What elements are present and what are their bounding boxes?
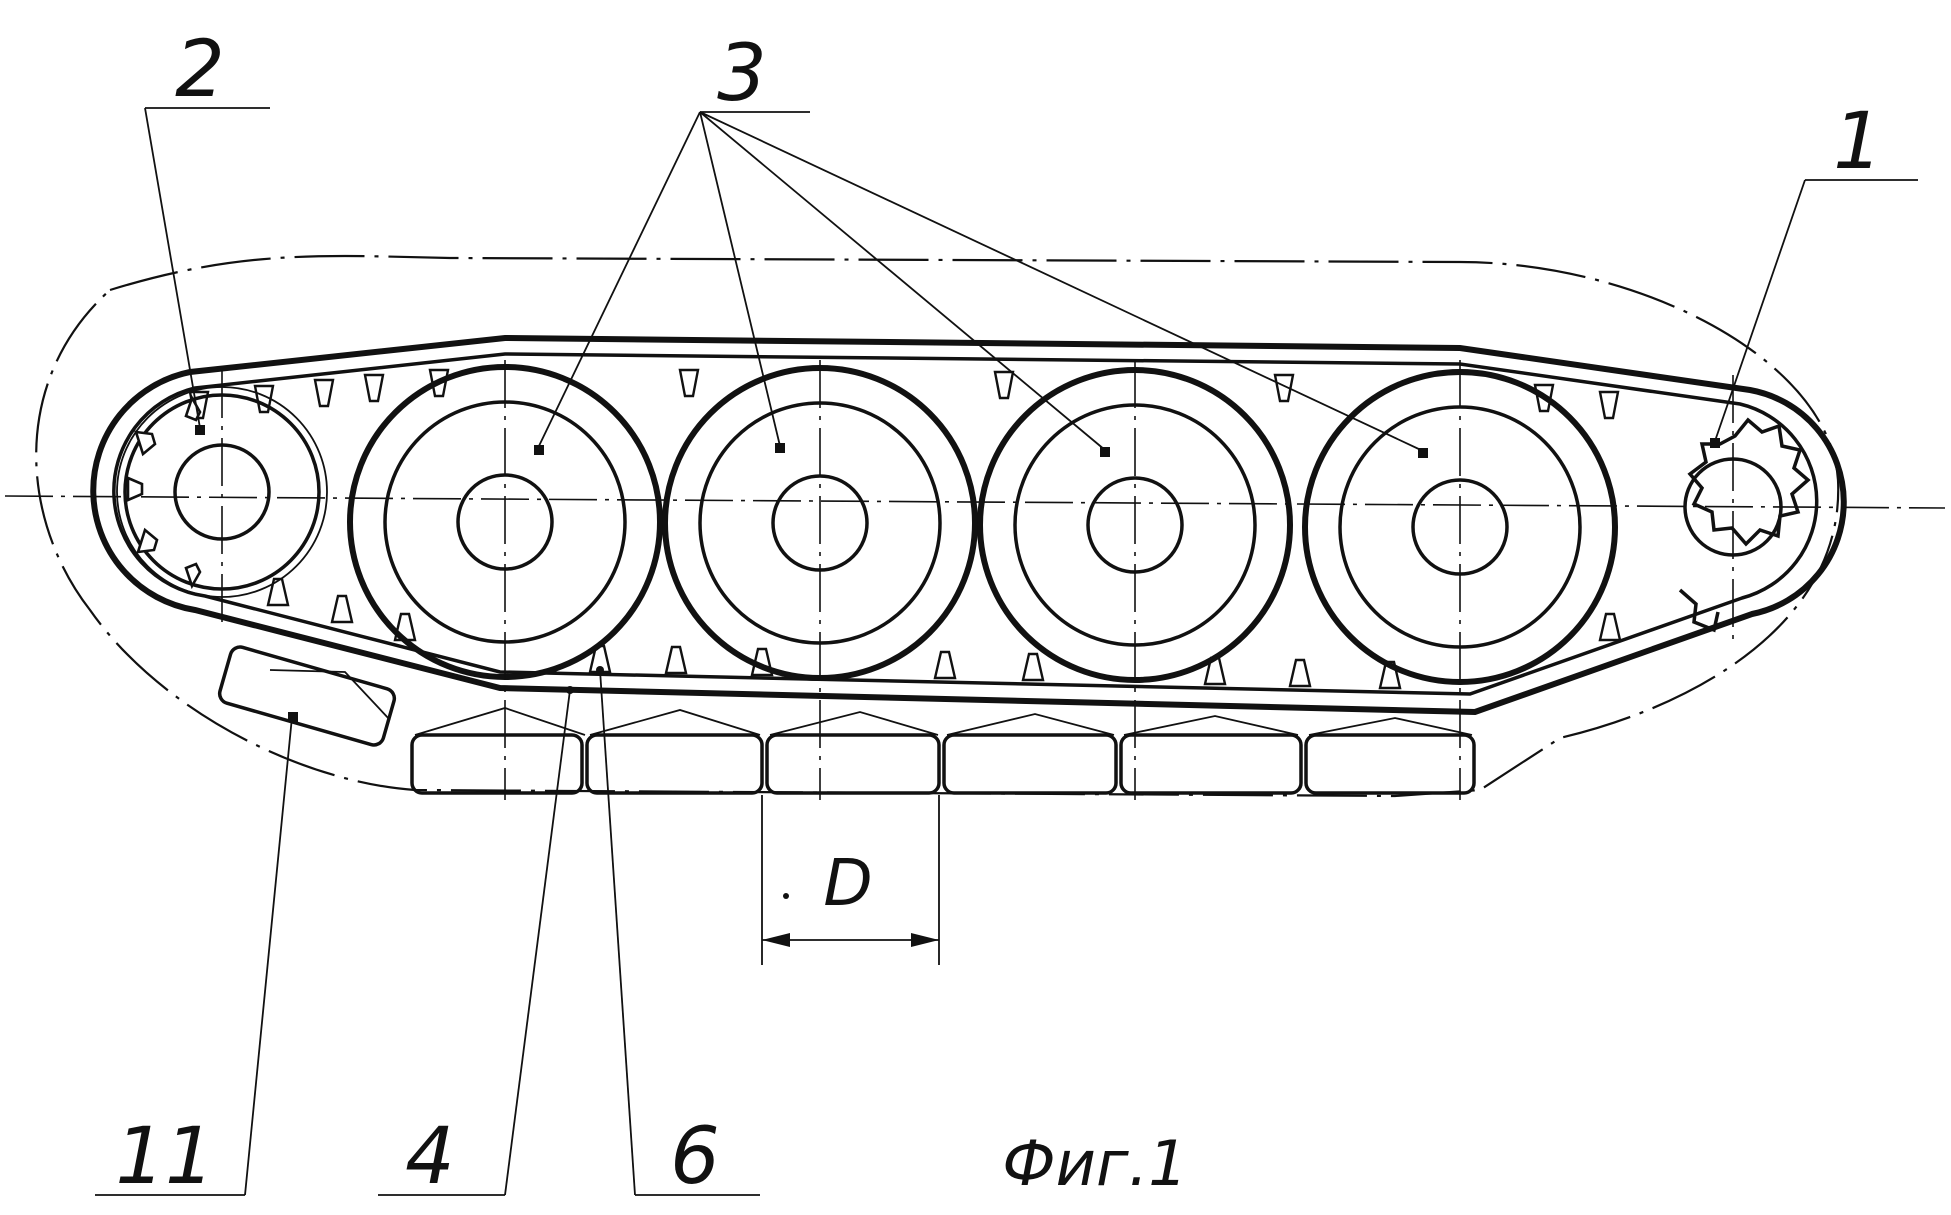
road-wheel-1	[347, 360, 663, 800]
track-belt-inner	[112, 352, 1819, 696]
callout-label-2: 2	[175, 25, 225, 115]
road-wheel-3	[977, 360, 1293, 800]
callout-label-3: 3	[717, 29, 767, 119]
idler-wheel	[116, 370, 328, 630]
drive-sprocket-toothed-profile	[1687, 417, 1811, 547]
road-wheel-center-point	[775, 443, 785, 453]
callout-3-leader	[537, 111, 701, 449]
road-wheel-2	[662, 360, 978, 800]
guide-lug	[1598, 612, 1622, 642]
callout-label-4: 4	[405, 1112, 455, 1202]
callout-11-leader	[244, 716, 293, 1196]
guide-lug	[1021, 652, 1045, 682]
callout-6-leader	[599, 669, 636, 1196]
track-shoe-brackets	[269, 669, 1473, 736]
idler-center-point	[195, 425, 205, 435]
figure-caption: Фиг.1	[1002, 1127, 1187, 1200]
callout-3-leader	[699, 111, 1106, 451]
idler-tooth	[134, 430, 157, 457]
callout-6-point	[596, 666, 604, 674]
idler-tooth	[136, 527, 159, 554]
callout-1-leader	[1714, 179, 1806, 442]
road-wheel-center-point	[534, 445, 544, 455]
dimension-dot	[783, 893, 789, 899]
guide-lug	[266, 577, 290, 607]
guide-lug	[1273, 373, 1295, 403]
idler-tooth	[184, 562, 202, 590]
guide-lug	[363, 373, 385, 403]
track-belt-outer	[90, 334, 1847, 716]
road-wheel-4	[1302, 360, 1618, 800]
callout-4-point	[566, 686, 574, 694]
track-shoe	[942, 733, 1118, 795]
guide-lug	[1598, 390, 1620, 420]
guide-lug	[313, 378, 335, 408]
guide-lug	[993, 370, 1015, 400]
callout-label-6: 6	[670, 1112, 720, 1202]
track-shoe-marker	[288, 712, 298, 722]
track-shoe	[1119, 733, 1303, 795]
dimension-arrow-right	[911, 933, 939, 947]
road-wheel-center-point	[1418, 448, 1428, 458]
track-shoe	[585, 733, 764, 795]
track-shoes	[217, 645, 1476, 795]
track-shoe	[1304, 733, 1476, 795]
track-shoe	[765, 733, 941, 795]
track-shoe-inclined	[217, 645, 397, 747]
pitch-dimension: D	[761, 795, 940, 965]
callout-label-1: 1	[1833, 97, 1883, 187]
idler-tooth	[126, 476, 144, 502]
road-wheel-center-point	[1100, 447, 1110, 457]
track-shoe	[410, 733, 584, 795]
guide-lug	[330, 594, 354, 624]
dimension-arrow-left	[762, 933, 790, 947]
callout-4-leader	[504, 689, 571, 1196]
outer-dashed-envelope	[35, 254, 1840, 798]
drive-sprocket-lower-teeth	[1678, 588, 1720, 633]
callout-3-leader	[699, 111, 781, 447]
guide-lug	[678, 368, 700, 398]
callout-3-leader	[699, 111, 1424, 452]
drive-sprocket-center-point	[1710, 438, 1720, 448]
guide-lug	[933, 650, 957, 680]
guide-lug	[1288, 658, 1312, 688]
callout-2-leader	[144, 107, 201, 429]
callout-label-11: 11	[115, 1112, 214, 1202]
bottom-guide-lugs	[266, 577, 1622, 690]
leader-lines	[95, 107, 1918, 1196]
dimension-label: D	[823, 847, 872, 921]
idler-wheel-rim	[123, 393, 321, 591]
guide-lug	[664, 645, 688, 675]
drive-sprocket	[1678, 375, 1811, 640]
